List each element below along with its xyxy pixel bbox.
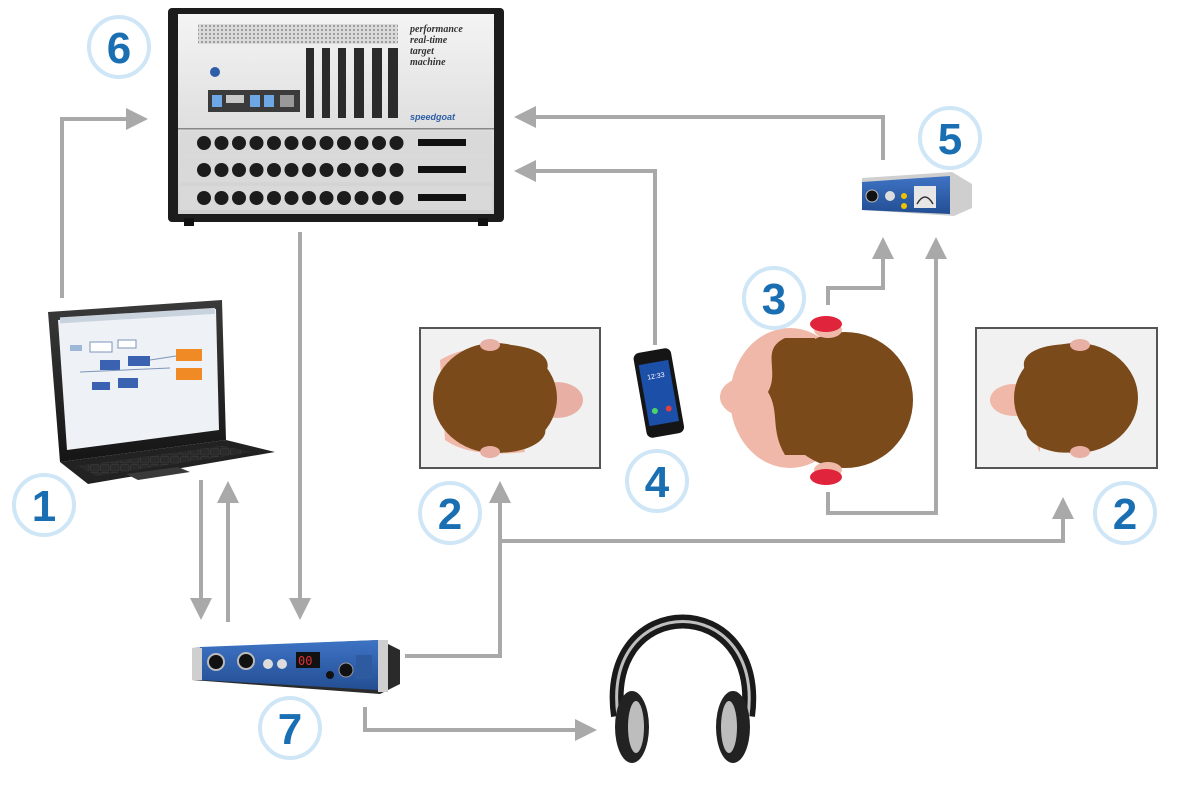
arrowhead [489,481,511,503]
xlr-connector [372,191,386,205]
arrowhead [126,108,148,130]
arrowhead [289,598,311,620]
badge-interface-small: 5 [918,106,982,170]
xlr-connector [249,136,264,150]
ear-marker-bottom [810,469,842,485]
xlr-connector [214,136,229,150]
svg-text:2: 2 [438,490,462,539]
xlr-connector-rows [180,131,492,210]
smartphone: 12:33 [633,348,685,438]
arrowhead [575,719,597,741]
xlr-connector [354,136,369,150]
xlr-connector [337,163,351,177]
xlr-connector [232,191,246,205]
xlr-connector [284,163,299,177]
xlr-connector [302,163,316,177]
arrow-rack-to-displays [405,502,502,658]
xlr-connector [302,191,316,205]
arrow-interface-to-target [535,115,885,160]
display-left [419,327,601,469]
laptop-screen-content [70,339,202,390]
arrow-phone-to-target [535,169,657,345]
xlr-connector [389,163,404,177]
xlr-connector [267,163,281,177]
headphones [609,614,757,763]
machine-caption-line-1: performance [409,24,463,35]
arrow-ear-bottom-to-interface [826,258,938,515]
svg-text:1: 1 [32,482,56,531]
audio-interface-rack: 00 [192,640,400,694]
xlr-connector [214,163,229,177]
machine-caption-line-2: real-time [410,35,448,46]
svg-text:7: 7 [278,705,302,754]
xlr-connector [267,191,281,205]
target-machine: performance real-time target machine spe… [168,8,504,226]
arrowhead [217,481,239,503]
xlr-connector [214,191,229,205]
machine-caption-line-4: machine [410,57,446,68]
machine-caption-line-3: target [410,46,435,57]
xlr-connector [197,163,211,177]
xlr-connector [372,136,386,150]
arrowhead [1052,497,1074,519]
svg-text:5: 5 [938,115,962,164]
xlr-connector [372,163,386,177]
connectors [60,106,1074,741]
arrowhead [190,598,212,620]
xlr-connector [284,191,299,205]
xlr-connector [232,136,246,150]
arrow-to-right-display [500,518,1065,543]
arrow-laptop-to-target [60,117,128,298]
ear-marker-top [810,316,842,332]
xlr-connector [389,191,404,205]
badge-target-machine: 6 [87,15,151,79]
card-slot [418,139,466,146]
audio-interface-small [862,172,972,216]
xlr-connector [197,191,211,205]
svg-text:2: 2 [1113,490,1137,539]
arrow-ear-top-to-interface [826,258,885,305]
xlr-connector [232,163,246,177]
badge-head: 3 [742,266,806,330]
badge-phone: 4 [625,449,689,513]
card-slot [418,194,466,201]
svg-text:6: 6 [107,24,131,73]
xlr-connector [319,163,334,177]
xlr-connector [302,136,316,150]
xlr-connector [389,136,404,150]
display-right [975,327,1158,469]
xlr-connector [319,191,334,205]
xlr-connector [319,136,334,150]
xlr-connector [284,136,299,150]
badge-laptop: 1 [12,473,76,537]
badge-display-left: 2 [418,481,482,545]
machine-brand: speedgoat [410,112,456,122]
xlr-connector [337,191,351,205]
laptop [48,300,275,484]
arrow-rack-to-headphones [363,707,575,732]
head [720,316,913,485]
svg-text:3: 3 [762,275,786,324]
xlr-connector [354,163,369,177]
svg-text:00: 00 [298,654,312,668]
xlr-connector [197,136,211,150]
badge-display-right: 2 [1093,481,1157,545]
xlr-connector [249,163,264,177]
arrowhead [872,237,894,259]
arrowhead [925,237,947,259]
phone-clock: 12:33 [647,372,666,382]
svg-text:4: 4 [645,458,670,507]
arrowhead [514,106,536,128]
xlr-connector [354,191,369,205]
xlr-connector [267,136,281,150]
card-slot [418,166,466,173]
xlr-connector [249,191,264,205]
badge-interface-rack: 7 [258,696,322,760]
arrowhead [514,160,536,182]
xlr-connector [337,136,351,150]
